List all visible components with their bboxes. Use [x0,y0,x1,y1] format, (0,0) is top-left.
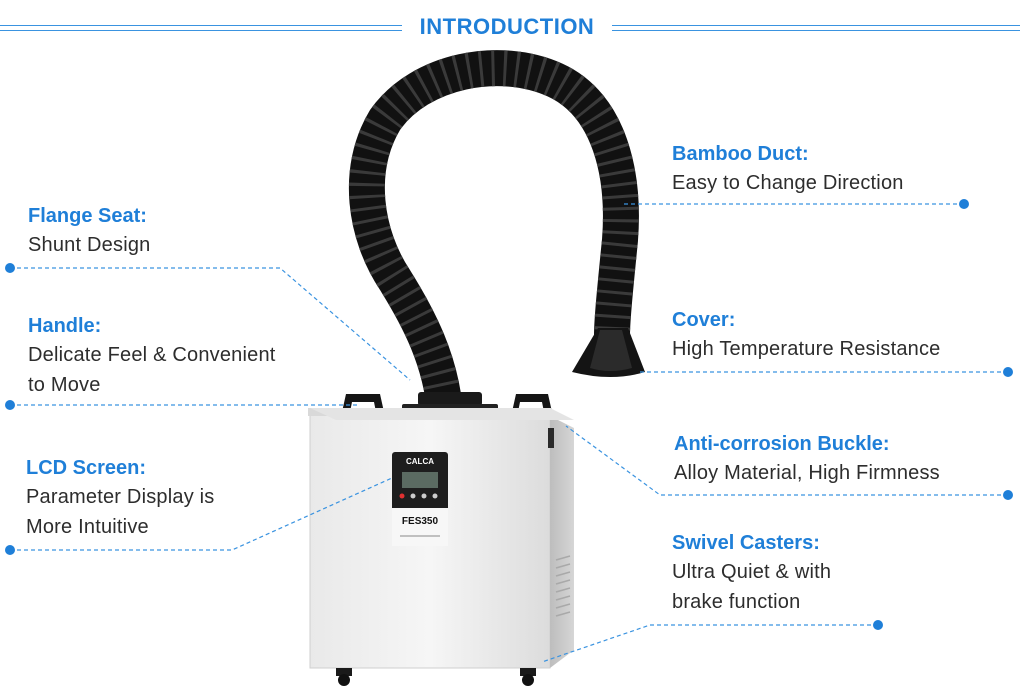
header-rule-right [612,25,1020,31]
leader-lcd-screen [10,477,393,551]
leader-casters [541,624,878,663]
leader-dots [5,199,1013,630]
lcd-screen-description-line2: More Intuitive [26,516,149,538]
bamboo-duct-callout: Bamboo Duct: Easy to Change Direction [672,140,904,198]
cover-heading: Cover: [672,309,736,331]
bamboo-duct-description: Easy to Change Direction [672,172,904,194]
brand-label: CALCA [406,457,434,466]
buckle-description: Alloy Material, High Firmness [674,462,940,484]
cover-callout: Cover: High Temperature Resistance [672,306,941,364]
cover-description: High Temperature Resistance [672,338,941,360]
flange-seat-heading: Flange Seat: [28,205,147,227]
section-header: INTRODUCTION [0,14,1020,46]
handle-description-line2: to Move [28,374,101,396]
control-panel: CALCA FES350 [392,452,448,546]
section-title: INTRODUCTION [419,14,595,39]
bamboo-duct [348,50,639,428]
bamboo-duct-heading: Bamboo Duct: [672,143,809,165]
model-label: FES350 [402,516,439,527]
casters-description-line1: Ultra Quiet & with [672,561,832,583]
lcd-screen-heading: LCD Screen: [26,457,147,479]
buckle-callout: Anti-corrosion Buckle: Alloy Material, H… [674,430,940,488]
lcd-screen-description-line1: Parameter Display is [26,486,215,508]
buckle [548,428,554,448]
casters-heading: Swivel Casters: [672,532,820,554]
handle-right [512,394,552,412]
handle-description-line1: Delicate Feel & Convenient [28,344,276,366]
flange-seat-description: Shunt Design [28,234,151,256]
flange-seat-callout: Flange Seat: Shunt Design [28,202,150,260]
swivel-casters [336,668,536,686]
lcd-screen-callout: LCD Screen: Parameter Display is More In… [26,454,215,542]
handle-heading: Handle: [28,315,102,337]
leader-lines [10,203,1008,663]
header-rule-left [0,25,402,31]
leader-flange-seat [10,267,411,381]
handle-left [342,394,384,412]
leader-buckle [565,425,1008,496]
handle-callout: Handle: Delicate Feel & Convenient to Mo… [28,312,276,400]
casters-callout: Swivel Casters: Ultra Quiet & with brake… [672,529,831,617]
casters-description-line2: brake function [672,591,801,613]
buckle-heading: Anti-corrosion Buckle: [674,433,890,455]
lcd-screen [402,472,438,488]
